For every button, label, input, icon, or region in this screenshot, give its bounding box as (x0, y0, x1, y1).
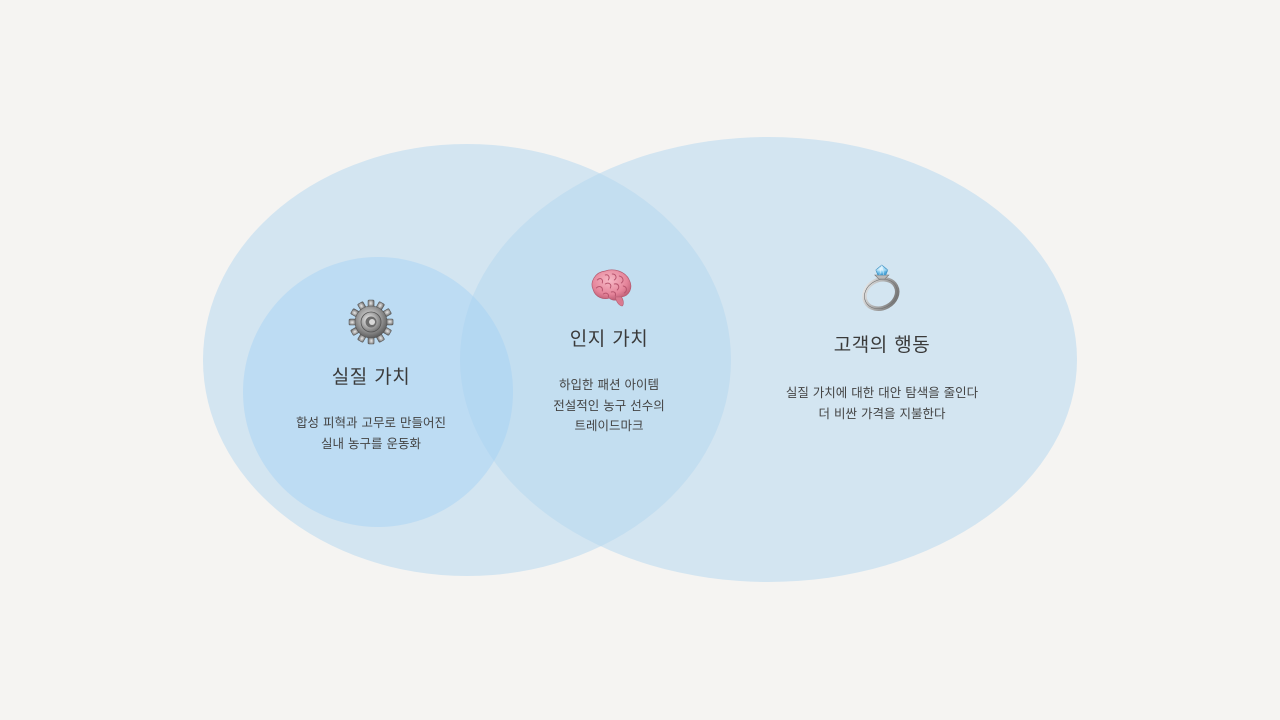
gear-icon (347, 298, 395, 346)
node-physical-value: 실질 가치 합성 피혁과 고무로 만들어진 실내 농구를 운동화 (296, 298, 446, 454)
description-line: 실질 가치에 대한 대안 탐색을 줄인다 (785, 385, 979, 400)
description-line: 더 비싼 가격을 지불한다 (818, 405, 946, 421)
description-line: 트레이드마크 (574, 418, 644, 433)
brain-icon (585, 266, 633, 310)
description-line: 전설적인 농구 선수의 (553, 397, 665, 413)
inner-circle (243, 257, 513, 527)
description-line: 합성 피혁과 고무로 만들어진 (296, 415, 446, 430)
ring-icon (858, 262, 906, 312)
node-description: 합성 피혁과 고무로 만들어진 실내 농구를 운동화 (296, 413, 446, 454)
node-title: 실질 가치 (331, 366, 411, 388)
description-line: 실내 농구를 운동화 (321, 435, 421, 451)
right-ellipse (460, 137, 1077, 582)
node-cognitive-value: 인지 가치 하입한 패션 아이템 전설적인 농구 선수의 트레이드마크 (553, 266, 665, 437)
description-line: 하입한 패션 아이템 (559, 377, 659, 392)
node-title: 인지 가치 (569, 328, 649, 350)
node-title: 고객의 행동 (833, 334, 931, 356)
node-customer-behavior: 고객의 행동 실질 가치에 대한 대안 탐색을 줄인다 더 비싼 가격을 지불한… (786, 262, 978, 424)
node-description: 하입한 패션 아이템 전설적인 농구 선수의 트레이드마크 (553, 375, 664, 437)
node-description: 실질 가치에 대한 대안 탐색을 줄인다 더 비싼 가격을 지불한다 (786, 383, 978, 424)
